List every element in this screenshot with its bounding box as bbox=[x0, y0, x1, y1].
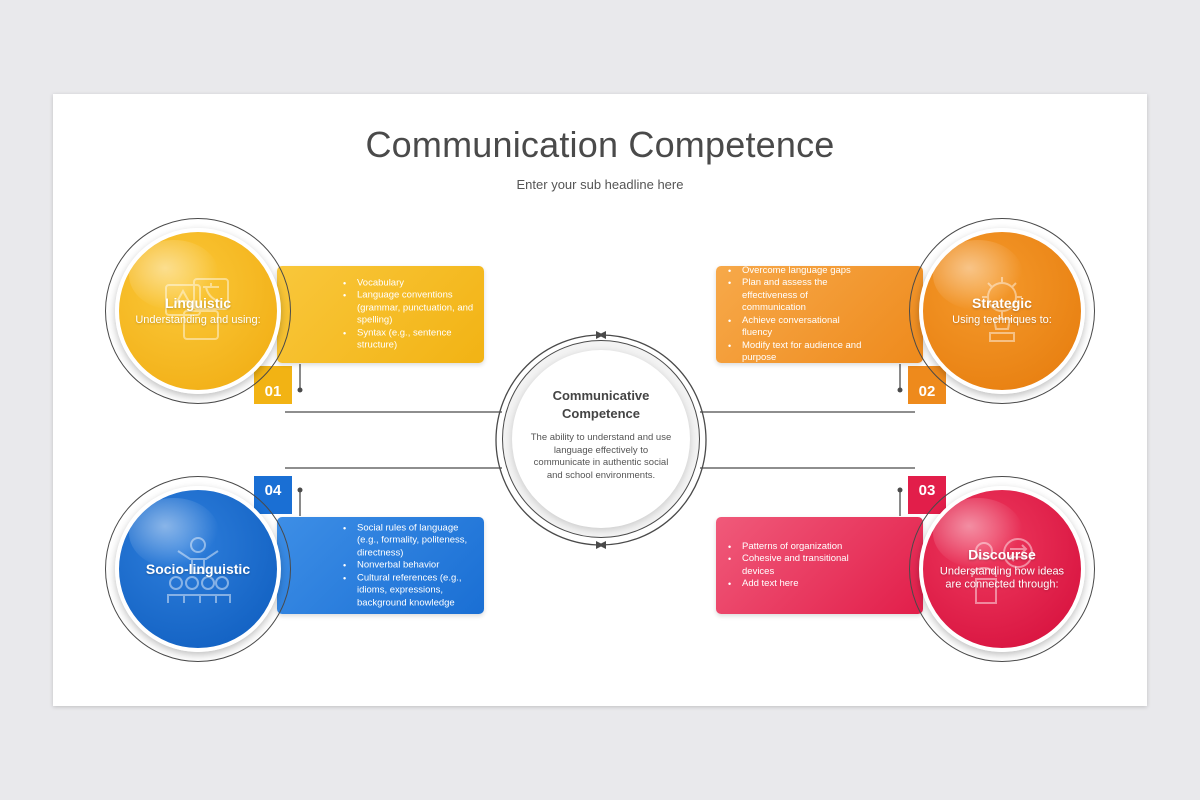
slide: Communication Competence Enter your sub … bbox=[53, 94, 1147, 706]
strategic-text: Strategic Using techniques to: bbox=[923, 295, 1081, 327]
center-title-line: Communicative bbox=[552, 388, 650, 403]
gloss-highlight bbox=[933, 498, 1023, 568]
linguistic-list: Vocabulary Language conventions (grammar… bbox=[335, 277, 478, 352]
quadrant-subtitle: Understanding and using: bbox=[135, 314, 261, 326]
linguistic-circle: Linguistic Understanding and using: bbox=[115, 228, 281, 394]
socio-linguistic-card: Social rules of language (e.g., formalit… bbox=[277, 517, 484, 614]
center-circle bbox=[512, 350, 690, 528]
list-item: Overcome language gaps bbox=[720, 266, 863, 277]
list-item: Modify text for audience and purpose bbox=[720, 340, 863, 364]
linguistic-text: Linguistic Understanding and using: bbox=[119, 295, 277, 327]
strategic-circle: Strategic Using techniques to: bbox=[919, 228, 1085, 394]
list-item: Language conventions (grammar, punctuati… bbox=[335, 290, 478, 328]
gear-chess-icon bbox=[982, 277, 1022, 342]
connector-lines bbox=[285, 331, 915, 549]
list-item: Plan and assess the effectiveness of com… bbox=[720, 277, 863, 315]
quadrant-subtitle: Understanding how ideas are connected th… bbox=[939, 565, 1065, 591]
strategic-list: Overcome language gaps Plan and assess t… bbox=[720, 266, 863, 363]
list-item: Social rules of language (e.g., formalit… bbox=[335, 522, 478, 560]
list-item: Achieve conversational fluency bbox=[720, 315, 863, 340]
discourse-text: Discourse Understanding how ideas are co… bbox=[923, 547, 1081, 592]
quadrant-title: Linguistic bbox=[164, 295, 232, 311]
linguistic-outer-ring bbox=[105, 218, 291, 404]
strategic-outer-ring bbox=[909, 218, 1095, 404]
list-item: Nonverbal behavior bbox=[335, 559, 478, 572]
strategic-card: Overcome language gaps Plan and assess t… bbox=[716, 266, 923, 363]
list-item: Patterns of organization bbox=[720, 541, 863, 554]
discourse-list: Patterns of organization Cohesive and tr… bbox=[720, 541, 863, 591]
quadrant-title: Strategic bbox=[972, 295, 1032, 311]
linguistic-card: Vocabulary Language conventions (grammar… bbox=[277, 266, 484, 363]
quadrant-title: Socio-linguistic bbox=[145, 561, 251, 577]
discourse-outer-ring bbox=[909, 476, 1095, 662]
gloss-highlight bbox=[933, 240, 1023, 310]
quadrant-subtitle: Using techniques to: bbox=[952, 314, 1052, 326]
socio-linguistic-circle: Socio-linguistic bbox=[115, 486, 281, 652]
list-item: Vocabulary bbox=[335, 277, 478, 290]
quadrant-number-04: 04 bbox=[254, 476, 292, 514]
quadrant-number-03: 03 bbox=[908, 476, 946, 514]
list-item: Add text here bbox=[720, 578, 863, 591]
center-title: Communicative Competence bbox=[512, 387, 690, 423]
list-item: Cultural references (e.g., idioms, expre… bbox=[335, 572, 478, 610]
audience-speaker-icon bbox=[167, 537, 231, 603]
quadrant-title: Discourse bbox=[968, 546, 1036, 563]
slide-title: Communication Competence bbox=[365, 124, 835, 165]
speaker-podium-icon bbox=[971, 538, 1033, 604]
list-item: Cohesive and transitional devices bbox=[720, 553, 863, 578]
socio-linguistic-text: Socio-linguistic bbox=[119, 561, 277, 577]
discourse-card: Patterns of organization Cohesive and tr… bbox=[716, 517, 923, 614]
list-item: Syntax (e.g., sentence structure) bbox=[335, 327, 478, 352]
socio-linguistic-outer-ring bbox=[105, 476, 291, 662]
center-description: The ability to understand and use langua… bbox=[530, 432, 672, 481]
gloss-highlight bbox=[129, 498, 219, 568]
center-title-line: Competence bbox=[561, 406, 641, 421]
discourse-circle: Discourse Understanding how ideas are co… bbox=[919, 486, 1085, 652]
slide-subtitle: Enter your sub headline here bbox=[516, 177, 684, 192]
translate-icon bbox=[165, 278, 229, 340]
gloss-highlight bbox=[129, 240, 219, 310]
socio-linguistic-list: Social rules of language (e.g., formalit… bbox=[335, 522, 478, 610]
